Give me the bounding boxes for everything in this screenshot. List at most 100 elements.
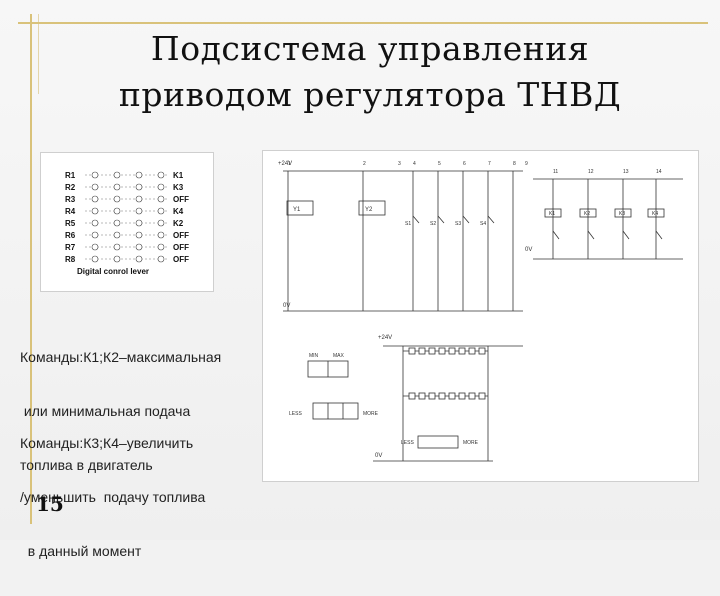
column-number: 2	[363, 161, 366, 167]
lever-contact	[91, 231, 99, 239]
relay-label: K4	[652, 211, 658, 217]
lever-contact	[113, 231, 121, 239]
lever-row-command: OFF	[173, 231, 189, 240]
lever-row-command: K1	[173, 171, 184, 180]
relay-label: K2	[584, 211, 590, 217]
contact-box	[428, 347, 436, 355]
lever-contact	[113, 207, 121, 215]
command-1-line-3: топлива в двигатель	[20, 457, 153, 473]
lever-row-label: R6	[65, 231, 76, 240]
lever-row-command: OFF	[173, 195, 189, 204]
contact-box	[418, 392, 426, 400]
lever-contact	[113, 195, 121, 203]
contact-box	[418, 347, 426, 355]
command-block-1: Команды:К1;К2–максимальная или минимальн…	[20, 312, 221, 510]
lever-contact	[157, 231, 165, 239]
column-number: 6	[463, 161, 466, 167]
contact-switch	[487, 215, 495, 224]
lever-row-label: R4	[65, 207, 76, 216]
valve-min-label: MIN	[309, 353, 319, 359]
command-1-line-2: или минимальная подача	[20, 403, 191, 419]
lever-contact	[91, 243, 99, 251]
relay-coil	[614, 208, 632, 218]
lever-contact	[135, 255, 143, 263]
lever-caption: Digital conrol lever	[77, 267, 149, 276]
contact-label: S4	[480, 221, 486, 227]
lever-contact	[113, 255, 121, 263]
lever-contact	[135, 219, 143, 227]
relay-coil	[544, 208, 562, 218]
relay-switch	[622, 230, 630, 240]
lever-contact	[157, 243, 165, 251]
lever-row-command: OFF	[173, 243, 189, 252]
lever-row-command: OFF	[173, 255, 189, 264]
relay-label: K1	[549, 211, 555, 217]
contact-box	[458, 347, 466, 355]
column-number: 1	[288, 161, 291, 167]
contact-box	[448, 347, 456, 355]
valve-3	[417, 435, 459, 449]
contact-box	[438, 347, 446, 355]
contact-box	[448, 392, 456, 400]
lever-contact	[135, 171, 143, 179]
contact-label: S1	[405, 221, 411, 227]
column-number: 9	[525, 161, 528, 167]
valve2-less-label: LESS	[289, 411, 302, 417]
contact-box	[408, 347, 416, 355]
title-line-2: приводом регулятора ТНВД	[118, 75, 622, 114]
contact-box	[478, 347, 486, 355]
column-number: 7	[488, 161, 491, 167]
lever-contact	[113, 243, 121, 251]
contact-switch	[462, 215, 470, 224]
contact-box	[408, 392, 416, 400]
lever-row-command: K4	[173, 207, 184, 216]
ground-right-label: 0V	[525, 247, 532, 253]
command-1-line-1: Команды:К1;К2–максимальная	[20, 349, 222, 365]
page-number: 15	[36, 492, 64, 516]
lever-contact	[91, 183, 99, 191]
ground-bottom-label: 0V	[375, 453, 382, 459]
contact-box	[468, 347, 476, 355]
valve3-less-label: LESS	[401, 440, 414, 446]
command-2-line-1: Команды:К3;К4–увеличить	[20, 435, 194, 451]
relay-switch	[587, 230, 595, 240]
lever-row-label: R1	[65, 171, 76, 180]
relay-switch	[552, 230, 560, 240]
contact-box	[438, 392, 446, 400]
lever-row-label: R5	[65, 219, 76, 228]
lever-contact	[157, 195, 165, 203]
lever-row-command: K2	[173, 219, 184, 228]
column-number: 5	[438, 161, 441, 167]
relay-coil	[647, 208, 665, 218]
lever-row-label: R8	[65, 255, 76, 264]
valve-2	[312, 402, 359, 420]
contact-box	[458, 392, 466, 400]
column-number-right: 12	[588, 169, 594, 175]
lever-contact	[157, 255, 165, 263]
lever-row-label: R3	[65, 195, 76, 204]
valve2-more-label: MORE	[363, 411, 379, 417]
lever-contact	[135, 231, 143, 239]
coil-y1-label: Y1	[293, 207, 301, 213]
lever-contact	[91, 207, 99, 215]
lever-contact	[91, 195, 99, 203]
supply-mid-label: +24V	[378, 335, 392, 341]
contact-box	[478, 392, 486, 400]
lever-contact	[135, 183, 143, 191]
ground-top-label: 0V	[283, 303, 290, 309]
lever-contact	[135, 207, 143, 215]
frame-horizontal-line	[18, 22, 708, 24]
lever-contact	[113, 171, 121, 179]
coil-y2-label: Y2	[365, 207, 373, 213]
valve-max-label: MAX	[333, 353, 345, 359]
contact-label: S2	[430, 221, 436, 227]
lever-contact	[135, 195, 143, 203]
coil-y2	[358, 200, 386, 216]
slide-title: Подсистема управления приводом регулятор…	[60, 26, 680, 118]
